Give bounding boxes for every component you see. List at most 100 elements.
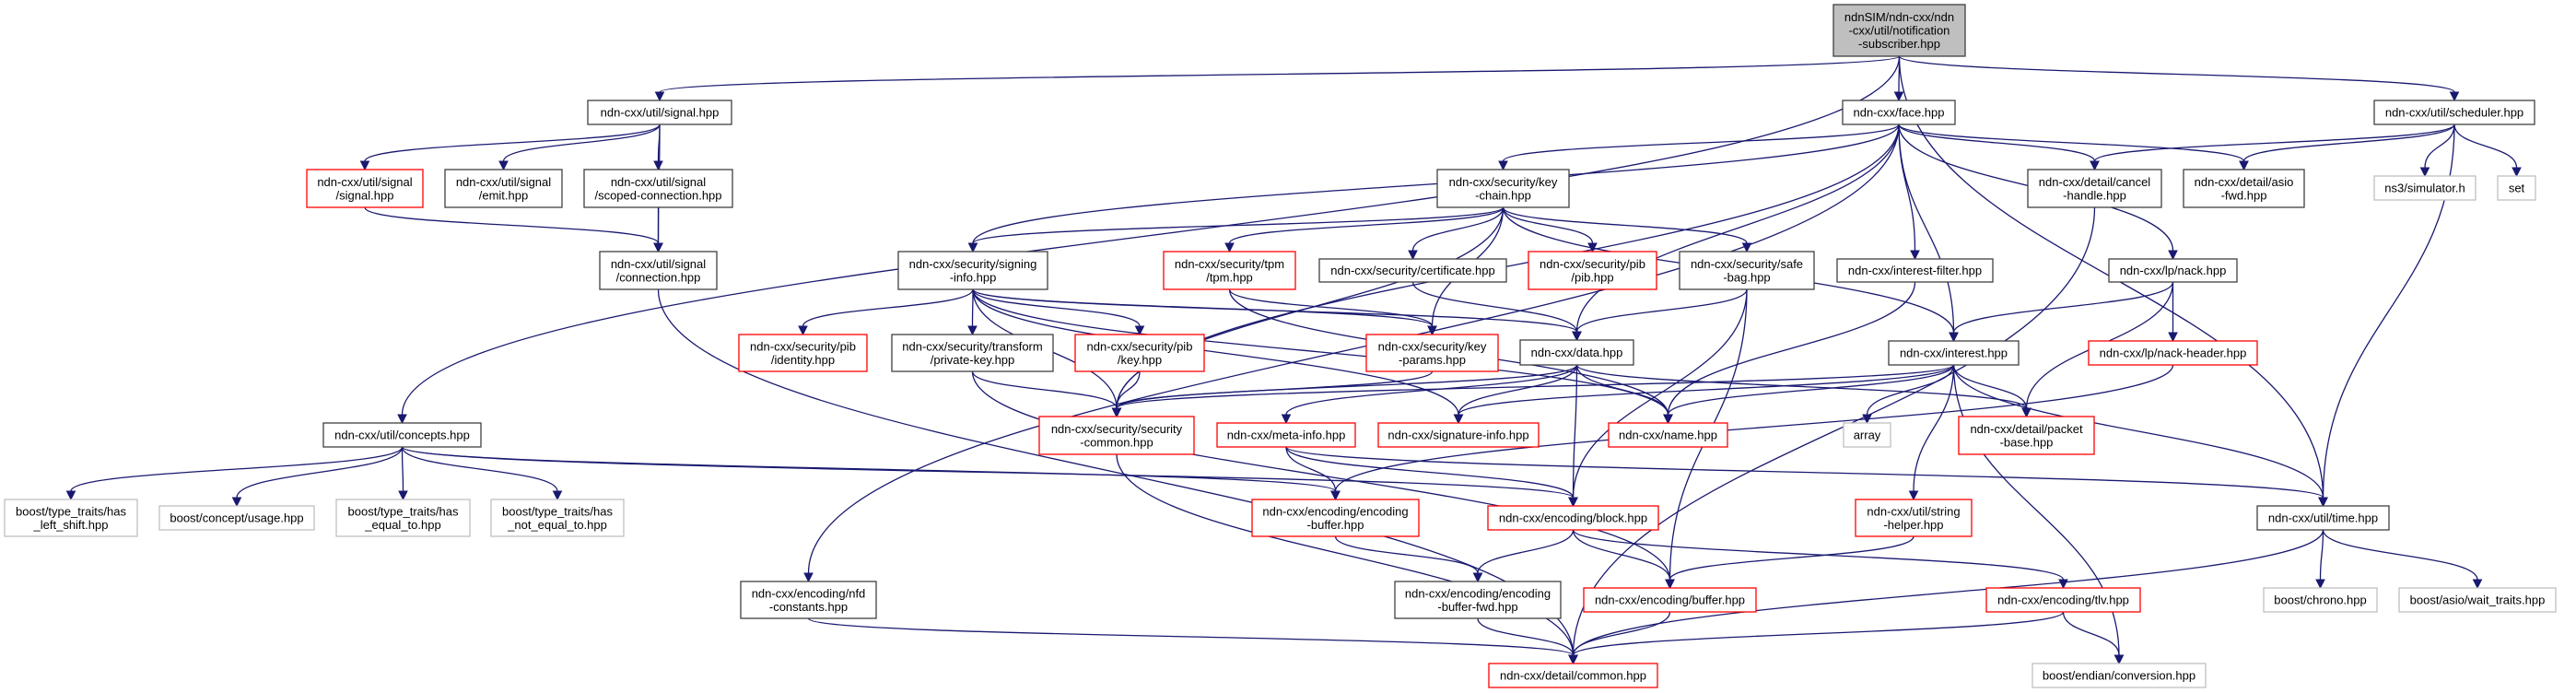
node-buffer[interactable]: ndn-cxx/encoding/buffer.hpp [1583, 587, 1757, 613]
arrowhead-icon [2058, 579, 2068, 590]
node-label: set [2509, 182, 2525, 195]
edge-line [2453, 123, 2518, 169]
arrowhead-icon [2021, 407, 2032, 418]
node-nackheader[interactable]: ndn-cxx/lp/nack-header.hpp [2088, 340, 2258, 366]
edge-line [364, 206, 660, 244]
arrowhead-icon [1281, 414, 1292, 425]
edge-face-to-nfdconst [803, 123, 1900, 583]
node-ifilter[interactable]: ndn-cxx/interest-filter.hpp [1836, 258, 1994, 283]
node-metainfo[interactable]: ndn-cxx/meta-info.hpp [1216, 422, 1356, 448]
edge-line [1952, 364, 2028, 409]
edge-line [1572, 611, 2065, 656]
edge-line [807, 617, 1575, 656]
node-sigsignal[interactable]: ndn-cxx/util/signal/signal.hpp [306, 169, 424, 208]
node-privkey[interactable]: ndn-cxx/security/transform/private-key.h… [891, 334, 1054, 372]
node-label: ndn-cxx/util/concepts.hpp [334, 429, 470, 442]
node-label: ndn-cxx/security/transform [902, 339, 1042, 353]
node-data[interactable]: ndn-cxx/data.hpp [1519, 339, 1634, 366]
node-face[interactable]: ndn-cxx/face.hpp [1842, 100, 1956, 125]
node-set[interactable]: set [2497, 175, 2536, 201]
node-keychain[interactable]: ndn-cxx/security/key-chain.hpp [1436, 169, 1570, 208]
node-box [2032, 663, 2207, 688]
arrowhead-icon [2472, 579, 2483, 590]
node-label: /identity.hpp [771, 353, 835, 367]
edge-line [1477, 529, 1575, 574]
node-seccommon[interactable]: ndn-cxx/security/security-common.hpp [1038, 416, 1195, 455]
node-label: -fwd.hpp [2221, 188, 2267, 202]
node-common[interactable]: ndn-cxx/detail/common.hpp [1488, 663, 1658, 688]
node-time[interactable]: ndn-cxx/util/time.hpp [2256, 505, 2390, 531]
edge-stringhelper-to-buffer [1665, 535, 1914, 590]
edge-sigsignal-to-connection [364, 206, 663, 253]
edge-line [972, 288, 1141, 327]
edge-face-to-keychain [1498, 123, 1900, 171]
edge-face-to-cancel [1898, 123, 2100, 171]
edge-seccommon-to-common [1116, 453, 1578, 665]
node-encbuffer[interactable]: ndn-cxx/encoding/encoding-buffer.hpp [1251, 499, 1420, 537]
node-key[interactable]: ndn-cxx/security/pib/key.hpp [1074, 334, 1205, 372]
node-leftshift[interactable]: boost/type_traits/has_left_shift.hpp [4, 499, 138, 537]
node-label: ndn-cxx/face.hpp [1853, 106, 1944, 120]
edge-line [1116, 453, 1575, 656]
node-packetbase[interactable]: ndn-cxx/detail/packet-base.hpp [1958, 416, 2095, 455]
node-pib[interactable]: ndn-cxx/security/pib/pib.hpp [1528, 251, 1657, 290]
arrowhead-icon [2168, 250, 2178, 261]
edge-line [1116, 370, 1434, 409]
node-simulator[interactable]: ns3/simulator.h [2373, 175, 2476, 201]
node-root[interactable]: ndnSIM/ndn-cxx/ndn-cxx/util/notification… [1832, 4, 1966, 57]
node-box [2088, 340, 2258, 366]
node-safebag[interactable]: ndn-cxx/security/safe-bag.hpp [1679, 251, 1815, 290]
node-array[interactable]: array [1843, 422, 1891, 448]
node-identity[interactable]: ndn-cxx/security/pib/identity.hpp [738, 334, 868, 372]
edge-line [1572, 529, 1671, 581]
node-stringhelper[interactable]: ndn-cxx/util/string-helper.hpp [1855, 499, 1973, 537]
node-concepts[interactable]: ndn-cxx/util/concepts.hpp [322, 422, 482, 448]
node-connection[interactable]: ndn-cxx/util/signal/connection.hpp [599, 251, 718, 290]
edge-line [1898, 123, 1955, 334]
edge-interest-to-conversion [1952, 364, 2125, 665]
node-bufferfwd[interactable]: ndn-cxx/encoding/encoding-buffer-fwd.hpp [1394, 581, 1562, 619]
node-keyparams[interactable]: ndn-cxx/security/key-params.hpp [1365, 334, 1499, 372]
node-name[interactable]: ndn-cxx/name.hpp [1608, 422, 1728, 448]
edge-line [1572, 529, 2065, 581]
node-label: -buffer.hpp [1307, 518, 1364, 532]
node-box [738, 334, 868, 372]
node-interest[interactable]: ndn-cxx/interest.hpp [1888, 340, 2020, 366]
node-notequal[interactable]: boost/type_traits/has_not_equal_to.hpp [490, 499, 625, 537]
node-label: boost/type_traits/has [348, 504, 459, 518]
node-asiofwd[interactable]: ndn-cxx/detail/asio-fwd.hpp [2183, 169, 2305, 208]
node-cancel[interactable]: ndn-cxx/detail/cancel-handle.hpp [2027, 169, 2162, 208]
node-scoped[interactable]: ndn-cxx/util/signal/scoped-connection.hp… [583, 169, 733, 208]
node-equal[interactable]: boost/type_traits/has_equal_to.hpp [335, 499, 471, 537]
edge-signal-to-sigsignal [359, 123, 661, 171]
node-scheduler[interactable]: ndn-cxx/util/scheduler.hpp [2373, 100, 2535, 125]
node-emit[interactable]: ndn-cxx/util/signal/emit.hpp [444, 169, 563, 208]
node-block[interactable]: ndn-cxx/encoding/block.hpp [1487, 505, 1659, 531]
node-tlv[interactable]: ndn-cxx/encoding/tlv.hpp [1985, 587, 2141, 613]
node-label: ndn-cxx/util/string [1867, 504, 1960, 518]
edge-line [1411, 281, 1578, 333]
node-tpm[interactable]: ndn-cxx/security/tpm/tpm.hpp [1163, 251, 1296, 290]
edge-concepts-to-encbuffer [401, 446, 1341, 501]
arrowhead-icon [498, 160, 509, 171]
node-chrono[interactable]: boost/chrono.hpp [2263, 587, 2378, 613]
node-signal[interactable]: ndn-cxx/util/signal.hpp [587, 100, 732, 125]
node-label: boost/concept/usage.hpp [170, 511, 303, 525]
node-signing[interactable]: ndn-cxx/security/signing-info.hpp [897, 251, 1048, 290]
edge-line [401, 446, 1337, 492]
edge-line [1502, 206, 1594, 244]
node-label: boost/asio/wait_traits.hpp [2410, 593, 2546, 607]
edge-line [2424, 123, 2455, 169]
node-siginfo[interactable]: ndn-cxx/signature-info.hpp [1377, 422, 1540, 448]
node-label: ndn-cxx/util/signal [456, 175, 551, 189]
arrowhead-icon [1949, 332, 1959, 343]
node-box [897, 251, 1048, 290]
node-nfdconst[interactable]: ndn-cxx/encoding/nfd-constants.hpp [740, 581, 877, 619]
node-certificate[interactable]: ndn-cxx/security/certificate.hpp [1318, 258, 1507, 283]
node-lpnack[interactable]: ndn-cxx/lp/nack.hpp [2108, 258, 2238, 283]
node-usage[interactable]: boost/concept/usage.hpp [158, 505, 315, 531]
node-label: ndn-cxx/security/certificate.hpp [1330, 264, 1494, 277]
node-waittraits[interactable]: boost/asio/wait_traits.hpp [2398, 587, 2557, 613]
node-conversion[interactable]: boost/endian/conversion.hpp [2032, 663, 2207, 688]
